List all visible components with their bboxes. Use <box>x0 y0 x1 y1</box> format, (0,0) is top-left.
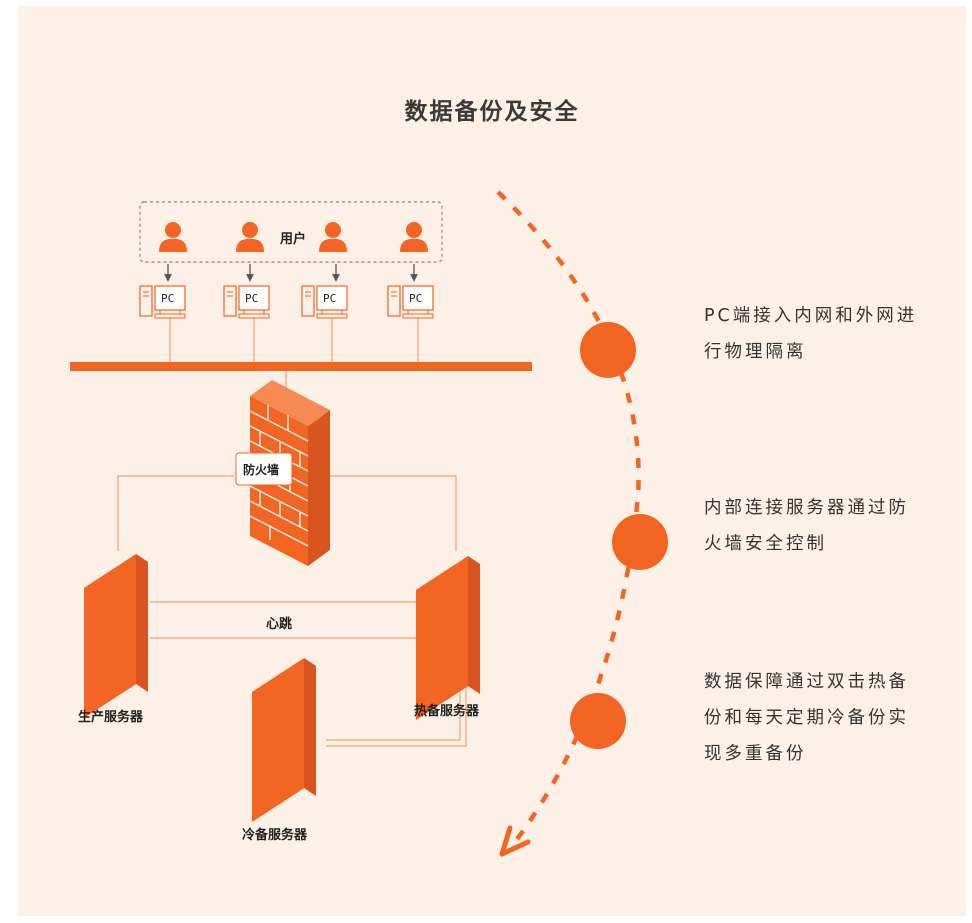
arc-arrowhead <box>499 825 531 857</box>
arc-node-1 <box>580 322 636 378</box>
note-3: 数据保障通过双击热备份和每天定期冷备份实现多重备份 <box>704 672 909 764</box>
pc-label-3: PC <box>323 292 337 305</box>
arc-node-3 <box>570 693 626 749</box>
firewall-label: 防火墙 <box>243 463 280 477</box>
note-1: PC端接入内网和外网进行物理隔离 <box>704 306 918 362</box>
network-diagram <box>70 190 668 857</box>
process-arc <box>496 190 641 848</box>
production-server-label: 生产服务器 <box>78 710 144 725</box>
arc-node-2 <box>612 514 668 570</box>
heartbeat-label: 心跳 <box>266 617 293 632</box>
production-server <box>84 554 148 718</box>
firewall-links <box>117 475 467 747</box>
page-title: 数据备份及安全 <box>404 99 580 125</box>
firewall <box>235 380 330 566</box>
note-2: 内部连接服务器通过防火墙安全控制 <box>704 498 909 554</box>
hot-backup-server <box>416 556 480 720</box>
pc-label-1: PC <box>161 292 175 305</box>
pc-label-4: PC <box>409 292 423 305</box>
cold-backup-server <box>252 658 316 822</box>
user-pc-arrows <box>164 264 418 282</box>
diagram-card: 数据备份及安全 <box>18 6 966 916</box>
hot-backup-server-label: 热备服务器 <box>414 704 480 719</box>
cold-backup-server-label: 冷备服务器 <box>242 828 308 843</box>
network-bus <box>70 362 532 371</box>
users-label: 用户 <box>280 232 307 247</box>
pc-label-2: PC <box>245 292 259 305</box>
